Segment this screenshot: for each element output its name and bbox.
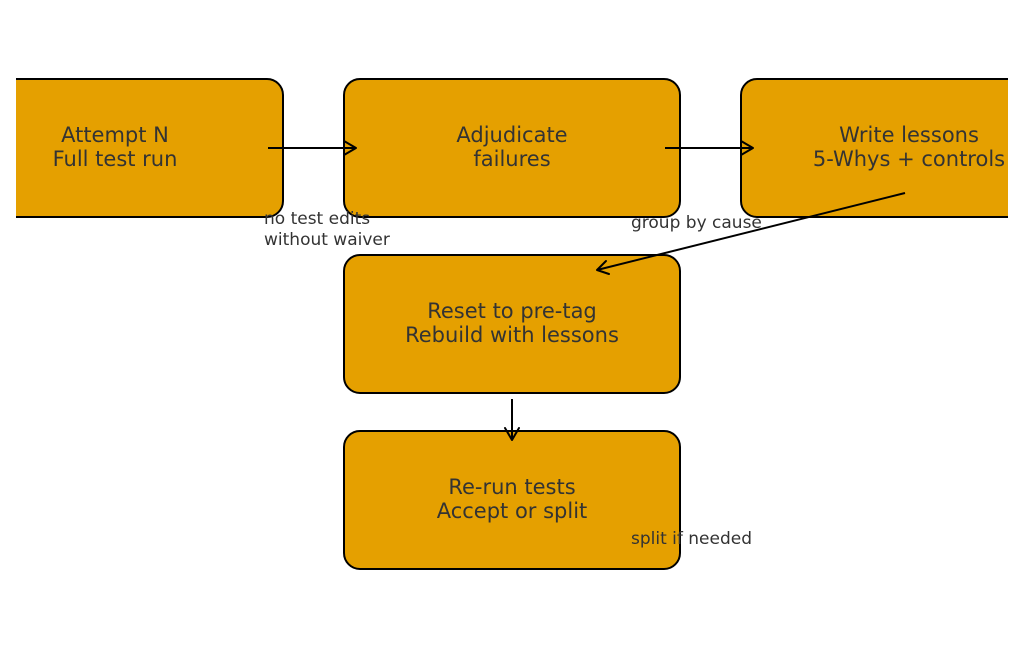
label-split-if-needed: split if needed — [631, 529, 752, 549]
node-lessons-line-1: Write lessons — [839, 123, 979, 147]
node-rerun: Re-run tests Accept or split — [343, 430, 681, 570]
edge-attempt-to-adjudicate — [268, 140, 357, 156]
node-adjudicate: Adjudicate failures — [343, 78, 681, 218]
edge-label-no-test-edits: no test edits — [264, 209, 370, 229]
node-rerun-line-2: Accept or split — [437, 499, 588, 523]
node-attempt: Attempt N Full test run — [16, 78, 284, 218]
edge-label-without-waiver: without waiver — [264, 230, 390, 250]
edge-reset-to-rerun — [504, 399, 520, 441]
node-attempt-line-1: Attempt N — [61, 123, 169, 147]
node-reset-line-2: Rebuild with lessons — [405, 323, 619, 347]
edge-lessons-to-reset — [596, 192, 906, 275]
node-attempt-line-2: Full test run — [53, 147, 178, 171]
node-reset-line-1: Reset to pre-tag — [427, 299, 597, 323]
edge-label-group-by-cause: group by cause — [631, 213, 762, 233]
node-adjudicate-line-1: Adjudicate — [456, 123, 567, 147]
node-rerun-line-1: Re-run tests — [448, 475, 575, 499]
node-lessons-line-2: 5-Whys + controls — [813, 147, 1005, 171]
edge-adjudicate-to-lessons — [665, 140, 754, 156]
node-adjudicate-line-2: failures — [473, 147, 550, 171]
node-lessons: Write lessons 5-Whys + controls — [740, 78, 1008, 218]
node-reset: Reset to pre-tag Rebuild with lessons — [343, 254, 681, 394]
